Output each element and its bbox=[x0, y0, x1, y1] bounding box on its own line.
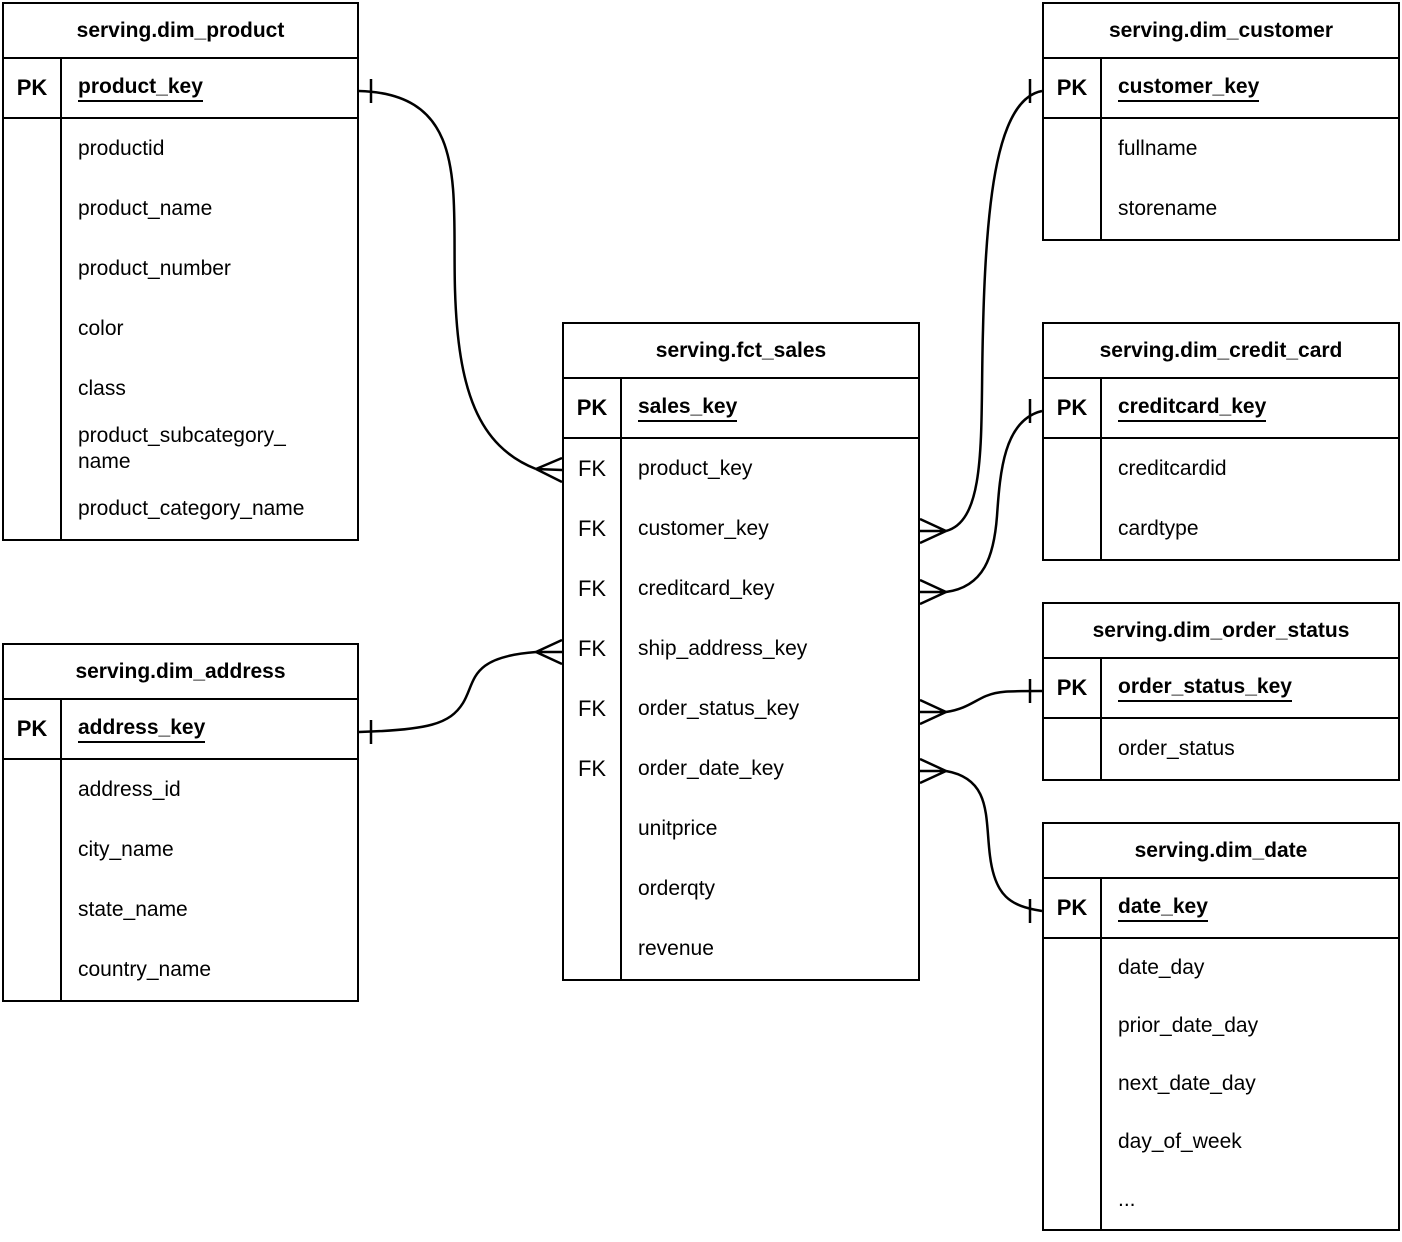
table-title: serving.dim_customer bbox=[1044, 4, 1398, 59]
field-ship-address-key: ship_address_key bbox=[638, 637, 808, 660]
fk-badge: FK bbox=[577, 576, 607, 601]
field-order-status-key: order_status_key bbox=[638, 697, 800, 720]
many-cardinality-crowfoot bbox=[535, 638, 563, 666]
pk-badge: PK bbox=[4, 59, 62, 117]
field-product-name: product_name bbox=[78, 197, 213, 220]
field-fullname: fullname bbox=[1118, 137, 1198, 160]
field-product-subcategory-name: product_subcategory_ name bbox=[78, 424, 286, 473]
pk-badge: PK bbox=[1044, 59, 1102, 117]
table-dim-credit-card[interactable]: serving.dim_credit_card PK creditcard_ke… bbox=[1042, 322, 1400, 561]
fk-badge: FK bbox=[577, 696, 607, 721]
edge-fct-sales-ship-address-key-to-dim-address[interactable] bbox=[358, 638, 563, 744]
field-creditcard-key: creditcard_key bbox=[1118, 395, 1267, 422]
many-cardinality-crowfoot bbox=[535, 456, 563, 484]
table-title: serving.dim_order_status bbox=[1044, 604, 1398, 659]
many-cardinality-crowfoot bbox=[919, 757, 947, 785]
field-unitprice: unitprice bbox=[638, 817, 718, 840]
edge-fct-sales-order-status-key-to-dim-order-status[interactable] bbox=[919, 679, 1043, 726]
field-product-category-name: product_category_name bbox=[78, 497, 305, 520]
many-cardinality-crowfoot bbox=[919, 698, 947, 726]
field-address-id: address_id bbox=[78, 778, 181, 801]
table-dim-order-status[interactable]: serving.dim_order_status PK order_status… bbox=[1042, 602, 1400, 781]
field-storename: storename bbox=[1118, 197, 1218, 220]
field-order-date-key: order_date_key bbox=[638, 757, 784, 780]
field-order-status-key: order_status_key bbox=[1118, 675, 1292, 702]
table-title: serving.dim_product bbox=[4, 4, 357, 59]
fk-badge: FK bbox=[577, 456, 607, 481]
field-creditcardid: creditcardid bbox=[1118, 457, 1227, 480]
field-country-name: country_name bbox=[78, 958, 212, 981]
edge-fct-sales-customer-key-to-dim-customer[interactable] bbox=[919, 79, 1043, 545]
table-title: serving.dim_credit_card bbox=[1044, 324, 1398, 379]
field-cardtype: cardtype bbox=[1118, 517, 1199, 540]
edge-fct-sales-product-key-to-dim-product[interactable] bbox=[358, 79, 563, 484]
table-dim-date[interactable]: serving.dim_date PK date_key date_day pr… bbox=[1042, 822, 1400, 1231]
field-order-status: order_status bbox=[1118, 737, 1235, 760]
table-title: serving.fct_sales bbox=[564, 324, 918, 379]
pk-badge: PK bbox=[1044, 379, 1102, 437]
table-dim-product[interactable]: serving.dim_product PK product_key produ… bbox=[2, 2, 359, 541]
field-product-key: product_key bbox=[78, 75, 203, 102]
many-cardinality-crowfoot bbox=[919, 517, 947, 545]
field-address-key: address_key bbox=[78, 716, 206, 743]
field-prior-date-day: prior_date_day bbox=[1118, 1014, 1259, 1037]
field-date-key: date_key bbox=[1118, 895, 1208, 922]
pk-badge: PK bbox=[1044, 659, 1102, 717]
field-color: color bbox=[78, 317, 124, 340]
field-class: class bbox=[78, 377, 126, 400]
table-fct-sales[interactable]: serving.fct_sales PK sales_key FK FK FK … bbox=[562, 322, 920, 981]
field-orderqty: orderqty bbox=[638, 877, 716, 900]
field-ellipsis: ... bbox=[1118, 1188, 1136, 1211]
table-dim-address[interactable]: serving.dim_address PK address_key addre… bbox=[2, 643, 359, 1002]
table-dim-customer[interactable]: serving.dim_customer PK customer_key ful… bbox=[1042, 2, 1400, 241]
field-day-of-week: day_of_week bbox=[1118, 1130, 1242, 1153]
field-customer-key: customer_key bbox=[638, 517, 769, 540]
field-date-day: date_day bbox=[1118, 956, 1205, 979]
pk-badge: PK bbox=[4, 700, 62, 758]
table-title: serving.dim_address bbox=[4, 645, 357, 700]
many-cardinality-crowfoot bbox=[919, 578, 947, 606]
edge-fct-sales-creditcard-key-to-dim-credit-card[interactable] bbox=[919, 399, 1043, 606]
fk-badge: FK bbox=[577, 636, 607, 661]
edge-fct-sales-order-date-key-to-dim-date[interactable] bbox=[919, 757, 1043, 923]
field-product-key: product_key bbox=[638, 457, 753, 480]
field-next-date-day: next_date_day bbox=[1118, 1072, 1256, 1095]
field-state-name: state_name bbox=[78, 898, 188, 921]
pk-badge: PK bbox=[564, 379, 622, 437]
field-creditcard-key: creditcard_key bbox=[638, 577, 775, 600]
field-product-number: product_number bbox=[78, 257, 231, 280]
fk-badge: FK bbox=[577, 756, 607, 781]
pk-badge: PK bbox=[1044, 879, 1102, 937]
field-customer-key: customer_key bbox=[1118, 75, 1260, 102]
fk-badge: FK bbox=[577, 516, 607, 541]
field-productid: productid bbox=[78, 137, 165, 160]
field-sales-key: sales_key bbox=[638, 395, 738, 422]
field-revenue: revenue bbox=[638, 937, 714, 960]
table-title: serving.dim_date bbox=[1044, 824, 1398, 879]
field-city-name: city_name bbox=[78, 838, 174, 861]
